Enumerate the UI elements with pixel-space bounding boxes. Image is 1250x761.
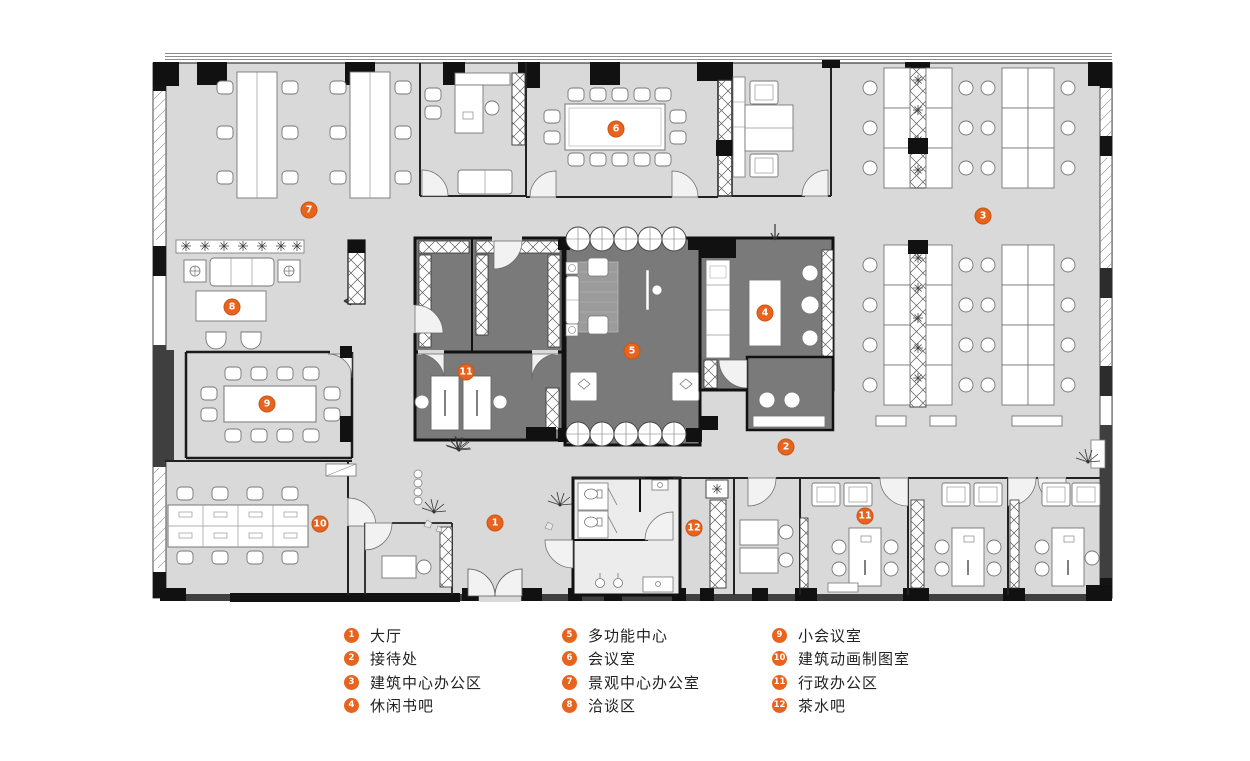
legend-badge: 9: [772, 627, 787, 643]
legend-label: 行政办公区: [798, 673, 879, 692]
legend-item-3: 3 建筑中心办公区: [344, 673, 483, 692]
room-marker-5: 5: [623, 342, 641, 360]
legend-label: 小会议室: [798, 626, 863, 645]
floor-plan-drawing: [152, 53, 1113, 602]
legend-item-1: 1 大厅: [344, 626, 482, 645]
room-marker-1: 1: [486, 514, 504, 532]
room-marker-10: 10: [311, 515, 329, 533]
vestibule-office: [364, 522, 453, 595]
legend-item-7: 7 景观中心办公室: [562, 673, 701, 692]
legend-item-5: 5 多功能中心: [562, 626, 700, 645]
room-marker-2: 2: [777, 438, 795, 456]
room-5-multifunction-center: [558, 226, 702, 447]
room-11-admin-office-row: [573, 439, 1106, 595]
legend-label: 景观中心办公室: [588, 673, 701, 692]
room-2-reception: [700, 355, 835, 432]
room-9-small-meeting-room: [184, 346, 354, 460]
room-marker-6: 6: [607, 120, 625, 138]
legend-label: 建筑动画制图室: [798, 650, 911, 669]
room-3-workstations-top: [862, 67, 1076, 189]
legend-badge: 8: [562, 698, 577, 714]
legend-badge: 4: [344, 698, 359, 714]
room-marker-3: 3: [974, 207, 992, 225]
legend-badge: 5: [562, 627, 577, 643]
legend-item-11: 11 行政办公区: [772, 673, 910, 692]
room-marker-4: 4: [756, 304, 774, 322]
legend-column: 5 多功能中心 6 会议室 7 景观中心办公室 8 洽谈区: [562, 627, 700, 721]
legend-badge: 7: [562, 674, 577, 690]
legend-badge: 2: [344, 651, 359, 667]
riser-shaft: [716, 79, 734, 197]
legend-item-2: 2 接待处: [344, 650, 482, 669]
legend-item-12: 12 茶水吧: [772, 697, 910, 716]
legend-label: 建筑中心办公区: [370, 673, 483, 692]
room-6-meeting-room: [526, 87, 718, 198]
room-marker-8: 8: [223, 298, 241, 316]
legend-label: 大厅: [370, 626, 403, 645]
legend-item-9: 9 小会议室: [772, 626, 910, 645]
legend-label: 会议室: [588, 650, 637, 669]
legend-item-8: 8 洽谈区: [562, 697, 700, 716]
legend-label: 休闲书吧: [370, 697, 435, 716]
legend-label: 茶水吧: [798, 697, 847, 716]
legend-item-4: 4 休闲书吧: [344, 697, 482, 716]
room-10-drafting-room: [165, 460, 377, 595]
storage-rooms: [413, 236, 565, 354]
curtain-wall-lines: [165, 53, 1112, 60]
legend-label: 洽谈区: [588, 697, 637, 716]
legend-badge: 3: [344, 674, 359, 690]
room-3-workstations-middle: [862, 240, 1076, 427]
room-12-tea-bar: [705, 479, 729, 589]
lobby-plants: [413, 436, 573, 533]
legend-column: 9 小会议室 10 建筑动画制图室 11 行政办公区 12 茶水吧: [772, 627, 910, 721]
room-11-admin-office-left: [413, 350, 565, 451]
room-8-lounge: [175, 239, 365, 350]
floor-plan: 7 6 3 8 4 5 11 9 2 11 10 1 12: [152, 53, 1113, 602]
legend-item-10: 10 建筑动画制图室: [772, 650, 911, 669]
legend-badge: 12: [772, 698, 787, 714]
legend-column: 1 大厅 2 接待处 3 建筑中心办公区 4 休闲书吧: [344, 627, 482, 721]
restrooms: [544, 476, 682, 597]
room-marker-11: 11: [457, 363, 475, 381]
legend-badge: 1: [344, 627, 359, 643]
room-marker-11: 11: [856, 507, 874, 525]
legend-label: 多功能中心: [588, 626, 669, 645]
room-7-landscape-office: [216, 71, 412, 199]
office-a: [419, 63, 527, 197]
room-marker-7: 7: [300, 201, 318, 219]
legend-item-6: 6 会议室: [562, 650, 700, 669]
legend-badge: 10: [772, 651, 787, 667]
shaft-column: [347, 239, 366, 305]
room-marker-9: 9: [258, 395, 276, 413]
legend-label: 接待处: [370, 650, 419, 669]
legend-badge: 6: [562, 651, 577, 667]
legend-badge: 11: [772, 674, 787, 690]
office-b: [732, 60, 840, 197]
room-marker-12: 12: [685, 519, 703, 537]
